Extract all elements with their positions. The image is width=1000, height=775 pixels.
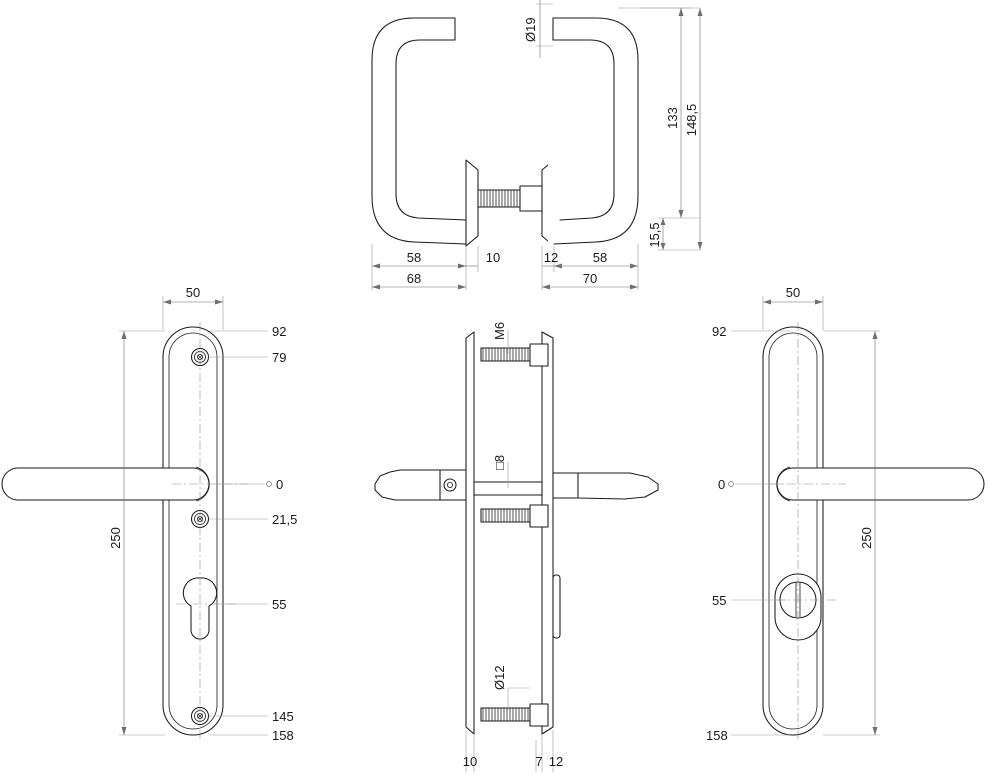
side-section-view: M6 □8 [374, 322, 659, 772]
section-right-slab [541, 331, 554, 735]
right-plate-length-dim: 250 [823, 330, 880, 736]
right-plate-length-value: 250 [859, 527, 874, 549]
section-spindle-band [374, 469, 659, 501]
dim-left-total-value: 68 [407, 271, 421, 286]
left-ordinate-158: 158 [272, 728, 294, 743]
left-plate-length-dim: 250 [108, 330, 165, 736]
left-plate-width-value: 50 [186, 285, 200, 300]
left-ordinate-0: 0 [276, 477, 283, 492]
right-ordinate-92: 92 [712, 324, 726, 339]
section-m6-label: M6 [492, 322, 509, 354]
top-plan-view: Ø19 133 148,5 15,5 [360, 0, 703, 290]
left-plate-width-dim: 50 [162, 285, 224, 330]
top-view-bottom-dims: 58 10 68 12 58 70 [371, 244, 639, 290]
left-ordinate-55: 55 [272, 597, 286, 612]
dim-left-handle-value: 58 [407, 250, 421, 265]
dim-left-rose-value: 10 [486, 250, 500, 265]
right-plate-width-value: 50 [786, 285, 800, 300]
section-second-bolt [480, 504, 549, 528]
left-plate-length-value: 250 [108, 527, 123, 549]
dim-height-outer-value: 148,5 [684, 104, 699, 137]
section-bore-label: Ø12 [492, 665, 530, 710]
dim-rose-height: 15,5 [647, 218, 666, 250]
right-plate-lever [776, 466, 985, 502]
left-ordinate-145: 145 [272, 709, 294, 724]
section-gap-value: 7 [535, 754, 542, 769]
section-m6-value: M6 [492, 322, 507, 340]
bar-diameter-label: Ø19 [523, 0, 553, 58]
left-plate-keyhole [182, 577, 218, 640]
left-lever-handle-detail [360, 14, 480, 254]
dim-right-total-value: 70 [583, 271, 597, 286]
right-plate-ordinate-dims: 92 0 55 158 [706, 324, 790, 743]
right-ordinate-55: 55 [712, 593, 726, 608]
left-ordinate-92: 92 [272, 324, 286, 339]
left-plate-ordinate-dims: 92 79 0 21,5 55 145 158 [208, 324, 297, 743]
section-bottom-dims: 10 7 12 [463, 730, 563, 772]
dim-right-handle-value: 58 [593, 250, 607, 265]
dim-height-outer: 148,5 [684, 8, 703, 250]
left-rose-cone [465, 159, 479, 247]
section-cylinder-cover [552, 574, 561, 639]
top-bolt-thread [482, 348, 541, 361]
section-plate-right-value: 12 [549, 754, 563, 769]
bar-diameter-value: Ø19 [523, 17, 538, 42]
dim-right-rose-value: 12 [544, 250, 558, 265]
right-ordinate-0: 0 [718, 477, 725, 492]
dim-height-inner-value: 133 [665, 107, 680, 129]
right-plate-width-dim: 50 [762, 285, 824, 330]
left-backplate-view: 50 250 92 79 0 21,5 55 145 [1, 285, 297, 743]
right-ordinate-158: 158 [706, 728, 728, 743]
left-ordinate-79: 79 [272, 350, 286, 365]
section-bottom-bolt [480, 703, 549, 727]
dim-height-inner: 133 [665, 8, 684, 218]
right-backplate-view: 50 250 92 0 55 158 [706, 285, 985, 743]
left-plate-lever [1, 466, 210, 502]
section-plate-left-value: 10 [463, 754, 477, 769]
left-plate-body [162, 326, 224, 736]
section-spindle-value: □8 [492, 455, 507, 470]
section-left-slab [465, 331, 475, 735]
section-spindle-label: □8 [492, 455, 509, 488]
left-ordinate-21-5: 21,5 [272, 512, 297, 527]
section-bore-value: Ø12 [492, 665, 507, 690]
right-plate-body [762, 326, 824, 736]
dim-rose-height-value: 15,5 [647, 222, 662, 247]
section-top-bolt [480, 343, 549, 367]
right-lever-handle-outline [548, 14, 658, 254]
bottom-bolt-thread [482, 708, 541, 721]
